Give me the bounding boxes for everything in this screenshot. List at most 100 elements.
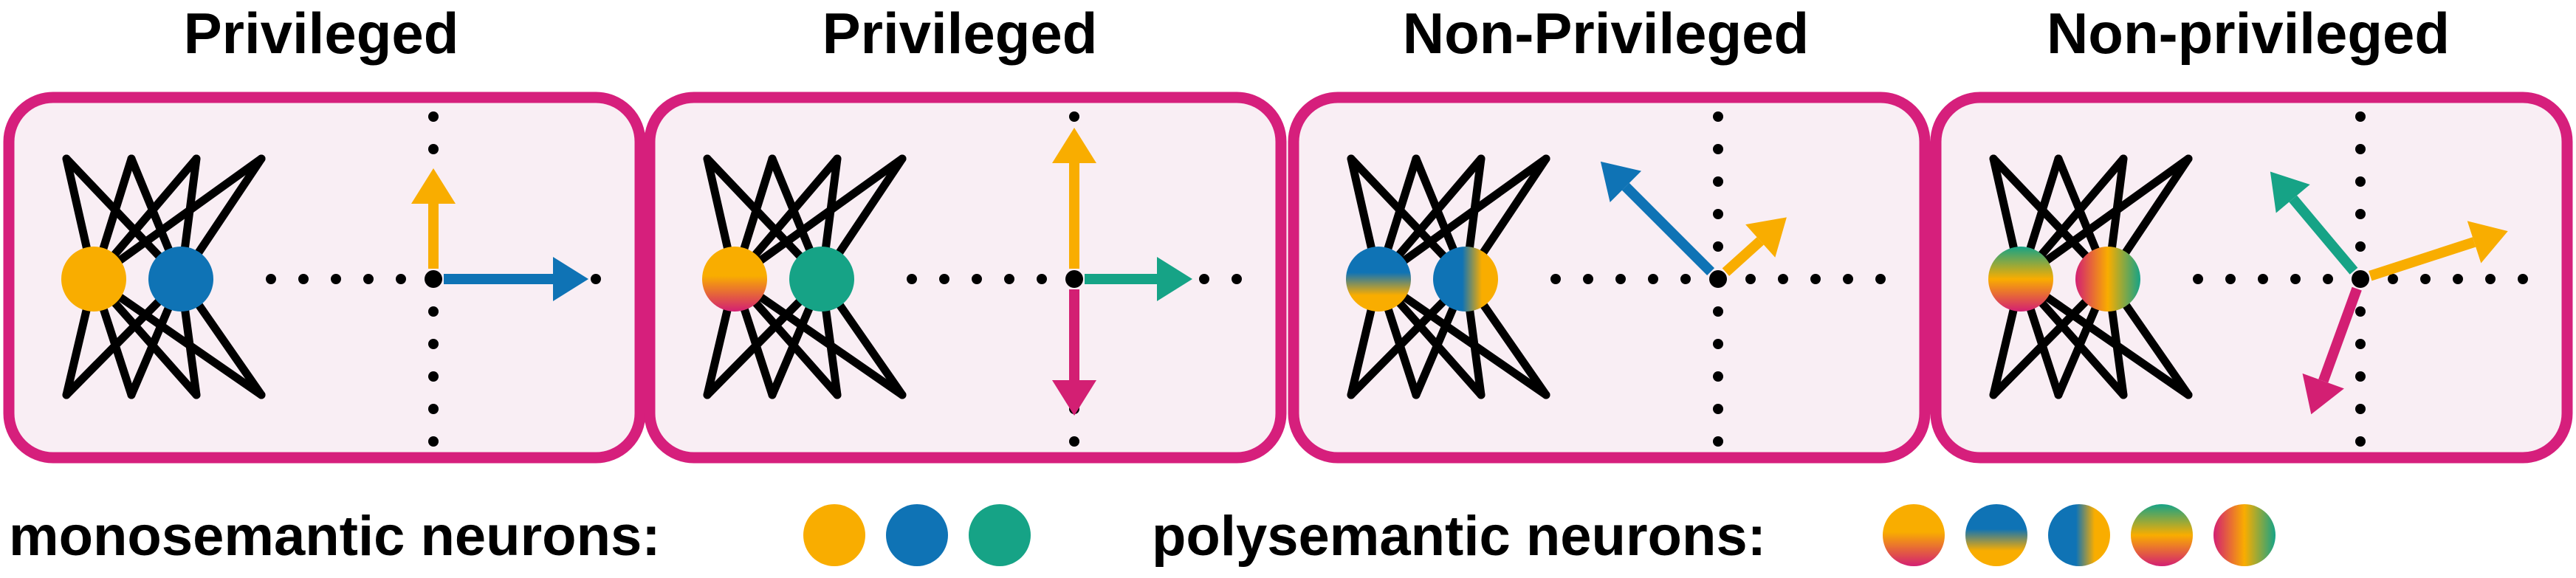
network-icon <box>61 154 266 399</box>
network-edge <box>1374 275 1550 399</box>
arrow-head <box>1745 217 1787 258</box>
arrow-head <box>553 257 588 301</box>
legend-neuron <box>803 504 865 566</box>
axis-dot <box>2193 274 2203 284</box>
legend-neuron <box>1965 504 2027 566</box>
legend-neuron <box>2048 504 2110 566</box>
panel <box>1930 92 2573 464</box>
legend-neuron <box>886 504 948 566</box>
panel-title: Privileged <box>184 1 459 66</box>
axis-dot <box>428 306 439 317</box>
axis-dot <box>1037 274 1047 284</box>
legend-poly-label: polysemantic neurons: <box>1152 505 1766 568</box>
blue-vector-arrow <box>1600 161 1715 276</box>
neuron <box>1433 247 1498 312</box>
axis-dot <box>1713 176 1723 187</box>
network-edge <box>730 275 907 399</box>
arrow-head <box>411 168 456 204</box>
axis-dot <box>2420 274 2431 284</box>
legend-neuron <box>969 504 1031 566</box>
axis-dot <box>428 404 439 414</box>
axis-dot <box>1550 274 1561 284</box>
axis-dot <box>2290 274 2301 284</box>
legend-poly-neurons <box>1883 504 2276 566</box>
axis-dot <box>2485 274 2496 284</box>
arrow-head <box>2302 373 2344 415</box>
panel-title: Privileged <box>822 1 1098 66</box>
axis-dot <box>2355 306 2366 317</box>
yellow-vector-arrow <box>1722 217 1787 276</box>
axis-dot <box>1713 209 1723 219</box>
axis-dot <box>428 371 439 382</box>
network-icon <box>1988 154 2193 399</box>
axis-dot <box>298 274 309 284</box>
legend-mono-neurons <box>803 504 1031 566</box>
legend-neuron <box>2131 504 2193 566</box>
axis-dot <box>1232 274 1242 284</box>
axis-dot <box>1713 436 1723 447</box>
arrow-head <box>1052 128 1096 163</box>
arrow-shaft <box>2289 195 2358 275</box>
axis-dot <box>1713 339 1723 349</box>
axis-dot <box>591 274 601 284</box>
axis-dot <box>972 274 982 284</box>
neuron <box>2075 247 2140 312</box>
arrow-shaft <box>1722 237 1764 276</box>
network-edge <box>2016 275 2193 399</box>
origin-dot <box>1065 270 1083 288</box>
green-vector-arrow <box>1085 257 1192 301</box>
neuron <box>1346 247 1411 312</box>
network-icon <box>1346 154 1550 399</box>
magenta-vector-arrow <box>1052 289 1096 416</box>
yellow-vector-arrow <box>411 168 456 269</box>
network-edge <box>2016 154 2193 283</box>
origin-dot <box>425 270 442 288</box>
axis-dot <box>939 274 949 284</box>
legend-neuron <box>2213 504 2276 566</box>
yellow-vector-arrow <box>1052 128 1096 269</box>
arrow-head <box>1600 161 1642 203</box>
axis-dot <box>2355 436 2366 447</box>
yellow-vector-arrow <box>2369 221 2508 281</box>
axis-dot <box>2355 241 2366 252</box>
panel <box>1288 92 1931 464</box>
axis-dot <box>1615 274 1626 284</box>
axis-dot <box>2323 274 2333 284</box>
axis-dot <box>1713 241 1723 252</box>
arrow-head <box>2270 171 2310 213</box>
panel-title: Non-Privileged <box>1403 1 1809 66</box>
axis-dot <box>2355 209 2366 219</box>
axis-dot <box>1713 306 1723 317</box>
magenta-vector-arrow <box>2302 286 2362 415</box>
axis-dot <box>1713 404 1723 414</box>
axis-dot <box>1713 111 1723 122</box>
neuron <box>61 247 126 312</box>
arrow-head <box>2467 221 2508 264</box>
panel <box>3 92 646 464</box>
axis-dot <box>1713 144 1723 154</box>
panels <box>3 92 2573 464</box>
axis-dot <box>428 436 439 447</box>
arrow-head <box>1052 380 1096 416</box>
axis-dot <box>1069 111 1079 122</box>
network-edge <box>89 275 266 399</box>
axis-dot <box>2355 371 2366 382</box>
axis-dot <box>1778 274 1788 284</box>
axis-dot <box>2258 274 2268 284</box>
axis-dot <box>2453 274 2463 284</box>
legend-mono-label: monosemantic neurons: <box>9 505 661 568</box>
green-vector-arrow <box>2270 171 2358 275</box>
arrow-shaft <box>2369 237 2476 281</box>
network-icon <box>702 154 907 399</box>
network-edge <box>89 154 266 283</box>
axis-dot <box>428 144 439 154</box>
arrow-head <box>1157 257 1192 301</box>
axis-dot <box>1843 274 1853 284</box>
axis-dot <box>1713 371 1723 382</box>
neuron <box>148 247 213 312</box>
legend-neuron <box>1883 504 1945 566</box>
axes <box>1550 111 1886 447</box>
axis-dot <box>331 274 341 284</box>
axis-dot <box>1810 274 1821 284</box>
axis-dot <box>2225 274 2236 284</box>
